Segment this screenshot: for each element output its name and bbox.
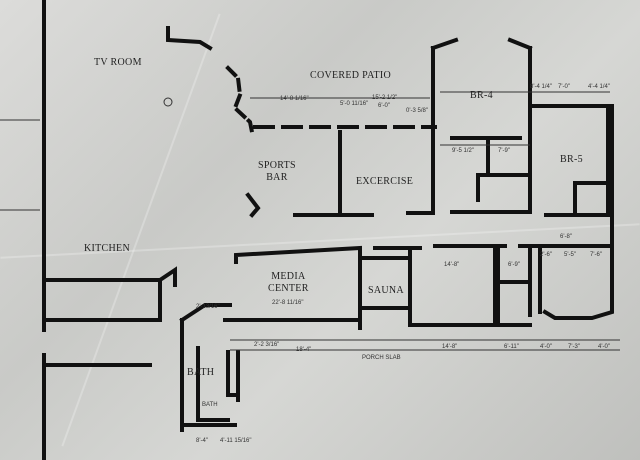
bath-small-label: BATH — [202, 402, 218, 408]
tv-room-top-wall — [166, 26, 213, 51]
dimension-label: 7'-6" — [590, 252, 602, 258]
room-bath: BATH — [187, 367, 215, 378]
dimension-label: 15'-2 1/2" — [372, 95, 398, 101]
dimension-label: 7'-3" — [568, 344, 580, 350]
room-covered-patio: COVERED PATIO — [310, 70, 392, 81]
dimension-label: 5'-0 11/16" — [340, 101, 369, 107]
dimension-label: 2'-13/16" — [196, 304, 220, 310]
room-tv-room: TV ROOM — [94, 57, 142, 68]
br4-closet — [450, 136, 532, 202]
dimension-label: 2'-6" — [540, 252, 552, 258]
dimension-label: 9'-5 1/2" — [452, 148, 474, 154]
small-rooms — [496, 248, 532, 327]
room-media-center: MEDIA CENTER — [268, 271, 309, 294]
dimension-label: 7'-0" — [558, 84, 570, 90]
room-excercise: EXCERCISE — [356, 176, 414, 187]
column-marker — [163, 97, 173, 107]
dimension-label: 8'-4" — [196, 438, 208, 444]
dimension-label: 14'-8" — [444, 262, 460, 268]
media-center-bottom-wall — [223, 318, 362, 330]
dimension-label: 18'-4" — [296, 347, 312, 353]
room-br5: BR-5 — [560, 154, 583, 165]
porch-slab-label: PORCH SLAB — [362, 355, 401, 361]
sports-bar-post — [245, 192, 261, 218]
room-sports-bar: SPORTS BAR — [258, 160, 296, 183]
dimension-label: 4'-0" — [598, 344, 610, 350]
dimension-lines — [0, 91, 620, 351]
dimension-label: 6'-9" — [508, 262, 520, 268]
right-rooms — [538, 244, 614, 320]
dimension-label: 6'-8" — [560, 234, 572, 240]
br4-top-wall — [430, 37, 533, 51]
media-center-top-wall — [234, 245, 362, 264]
dimension-label: 4'-11 15/16" — [220, 438, 252, 444]
room-kitchen: KITCHEN — [84, 243, 130, 254]
dimension-label: 8'-4 1/4" — [530, 84, 552, 90]
hall-top-wall — [373, 244, 542, 250]
dimension-label: 6'-0" — [378, 103, 390, 109]
room-br4: BR-4 — [470, 90, 493, 101]
dimension-label: 0'-3 5/8" — [406, 108, 428, 114]
right-exterior — [598, 104, 614, 248]
exercise-bottom-wall — [293, 211, 435, 217]
dimension-label: 14'-8 1/16" — [280, 96, 309, 102]
hall-angle — [179, 303, 232, 323]
dimension-label: 4'-0" — [540, 344, 552, 350]
dimension-label: 22'-8 11/16" — [272, 300, 304, 306]
sports-bar-curve — [225, 65, 255, 135]
dimension-label: 5'-5" — [564, 252, 576, 258]
dimension-label: 14'-8" — [442, 344, 458, 350]
dimension-label: 2'-2 3/16" — [254, 342, 280, 348]
bath-walls — [196, 346, 240, 422]
room-sauna: SAUNA — [368, 285, 404, 296]
kitchen-peninsula — [157, 266, 177, 287]
dimension-label: 7'-9" — [498, 148, 510, 154]
sauna-walls — [358, 256, 412, 310]
dimension-label: 6'-11" — [504, 344, 519, 350]
dimension-label: 4'-4 1/4" — [588, 84, 610, 90]
kitchen-counter-wall — [42, 278, 162, 322]
hall-room-walls — [408, 246, 497, 327]
